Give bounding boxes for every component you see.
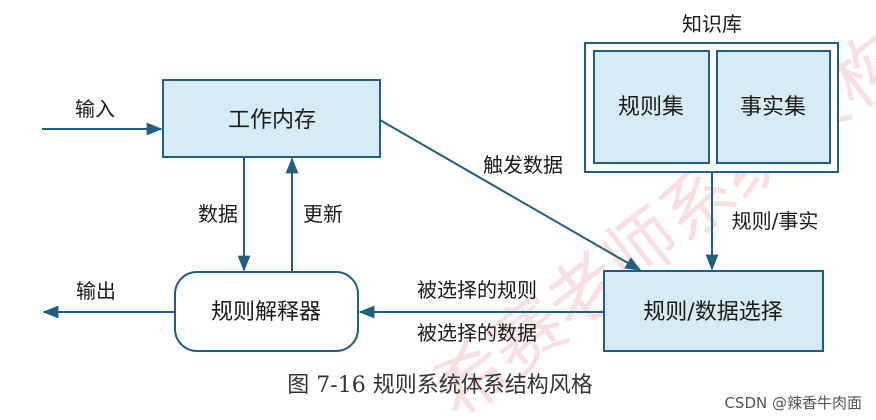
fact-set-label: 事实集 xyxy=(740,95,806,120)
rule-data-select-label: 规则/数据选择 xyxy=(643,300,782,325)
fact-set-box xyxy=(716,50,831,164)
data-label: 数据 xyxy=(198,202,238,226)
csdn-watermark: CSDN @辣香牛肉面 xyxy=(724,394,862,412)
update-label: 更新 xyxy=(303,202,343,226)
rule-data-select-box xyxy=(603,270,824,352)
rule-interpreter-label: 规则解释器 xyxy=(211,300,321,325)
rules-facts-label: 规则/事实 xyxy=(732,209,819,233)
selected-rules-label: 被选择的规则 xyxy=(417,278,537,302)
working-memory-box xyxy=(162,79,381,158)
rule-set-box xyxy=(593,50,710,164)
trigger-data-arrow xyxy=(379,119,642,271)
knowledge-base-label: 知识库 xyxy=(682,12,742,36)
trigger-data-label: 触发数据 xyxy=(483,153,563,177)
rule-set-label: 规则集 xyxy=(618,95,684,120)
input-label: 输入 xyxy=(75,97,115,121)
figure-caption: 图 7-16 规则系统体系结构风格 xyxy=(287,373,592,398)
working-memory-label: 工作内存 xyxy=(228,108,316,133)
output-label: 输出 xyxy=(76,279,116,303)
selected-data-label: 被选择的数据 xyxy=(417,321,537,345)
